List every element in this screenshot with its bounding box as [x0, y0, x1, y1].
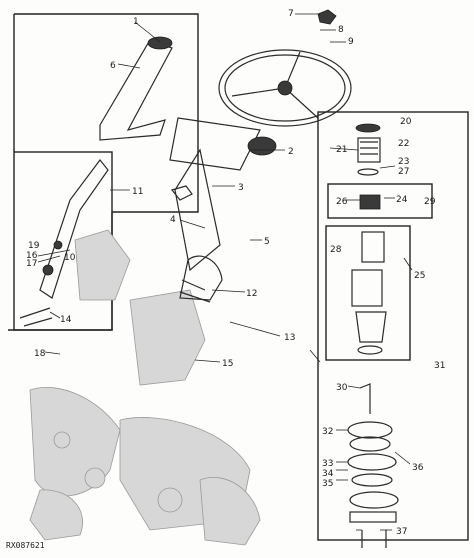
callout-24: 24 [396, 195, 408, 205]
callout-29: 29 [424, 197, 436, 207]
callout-23: 23 [398, 157, 409, 167]
inset-assembly-icon [19, 159, 109, 327]
callout-32: 32 [322, 427, 333, 437]
callout-30: 30 [336, 383, 348, 393]
callout-34: 34 [322, 469, 334, 479]
callout-8: 8 [338, 25, 344, 35]
callout-10: 10 [64, 253, 76, 263]
callout-13: 13 [284, 333, 295, 343]
callout-31: 31 [434, 361, 445, 371]
steering-column-icon [169, 117, 277, 303]
steering-wheel-icon [218, 9, 352, 127]
callout-3: 3 [238, 183, 244, 193]
valve-assembly-icon [347, 123, 399, 548]
background-machinery [29, 229, 261, 546]
callout-27: 27 [398, 167, 409, 177]
callout-19: 19 [28, 241, 40, 251]
callout-28: 28 [330, 245, 342, 255]
callout-18: 18 [34, 349, 46, 359]
callout-5: 5 [264, 237, 270, 247]
callout-36: 36 [412, 463, 424, 473]
callout-7: 7 [288, 9, 294, 19]
callout-4: 4 [170, 215, 176, 225]
callout-15: 15 [222, 359, 233, 369]
callout-26: 26 [336, 197, 348, 207]
callout-2: 2 [288, 147, 294, 157]
callout-37: 37 [396, 527, 407, 537]
callout-12: 12 [246, 289, 257, 299]
callout-35: 35 [322, 479, 333, 489]
callout-20: 20 [400, 117, 412, 127]
callout-9: 9 [348, 37, 354, 47]
callout-16: 16 [26, 251, 38, 261]
callout-6: 6 [110, 61, 116, 71]
callout-22: 22 [398, 139, 409, 149]
callout-21: 21 [336, 145, 347, 155]
right-group-frame [317, 111, 469, 541]
callout-25: 25 [414, 271, 425, 281]
callout-1: 1 [133, 17, 139, 27]
figure-id-label: RX087621 [6, 541, 45, 550]
callout-33: 33 [322, 459, 333, 469]
callout-14: 14 [60, 315, 72, 325]
callout-labels: 1 6 7 8 9 2 3 4 5 11 12 13 14 15 10 16 1… [26, 9, 445, 537]
callout-11: 11 [132, 187, 143, 197]
column-support-icon [99, 36, 173, 141]
leader-lines [37, 13, 413, 531]
callout-17: 17 [26, 259, 37, 269]
